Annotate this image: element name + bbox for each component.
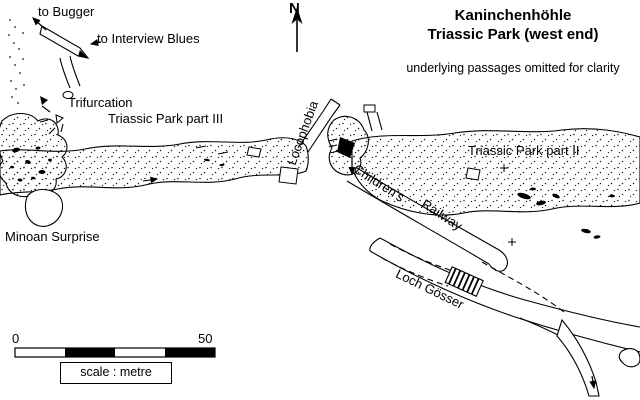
scale-bar <box>14 347 216 358</box>
map-note: underlying passages omitted for clarity <box>406 61 620 75</box>
passage-minoan-surprise <box>0 96 68 227</box>
scale-end-label: 50 <box>198 331 213 346</box>
label-triassic-park-part-ii: Triassic Park part II <box>468 143 580 158</box>
north-label: N <box>289 0 300 17</box>
map-title-line1: Kaninchenhöhle <box>454 7 572 24</box>
passage-triassic-part-ii <box>351 128 640 246</box>
label-minoan-surprise: Minoan Surprise <box>5 229 100 244</box>
scale-start-label: 0 <box>12 331 20 346</box>
north-arrow-icon <box>291 7 303 52</box>
label-to-bugger: to Bugger <box>38 4 95 19</box>
label-triassic-park-part-iii: Triassic Park part III <box>108 111 224 126</box>
label-to-interview-blues: to Interview Blues <box>97 31 200 46</box>
scale-caption-box: scale : metre <box>60 362 172 384</box>
stipple-dots-continuation <box>8 19 25 104</box>
passage-loch-gosser <box>369 237 640 353</box>
passage-bottom-right <box>519 317 640 397</box>
title-block: Kaninchenhöhle Triassic Park (west end) … <box>385 6 640 76</box>
map-title-line2: Triassic Park (west end) <box>427 26 599 43</box>
passage-triassic-part-iii <box>0 137 309 196</box>
scale-caption-text: scale : metre <box>80 365 152 379</box>
label-trifurcation: Trifurcation <box>68 95 133 110</box>
pitch-hatch-marking <box>444 266 484 297</box>
passage-top-left <box>8 17 102 135</box>
